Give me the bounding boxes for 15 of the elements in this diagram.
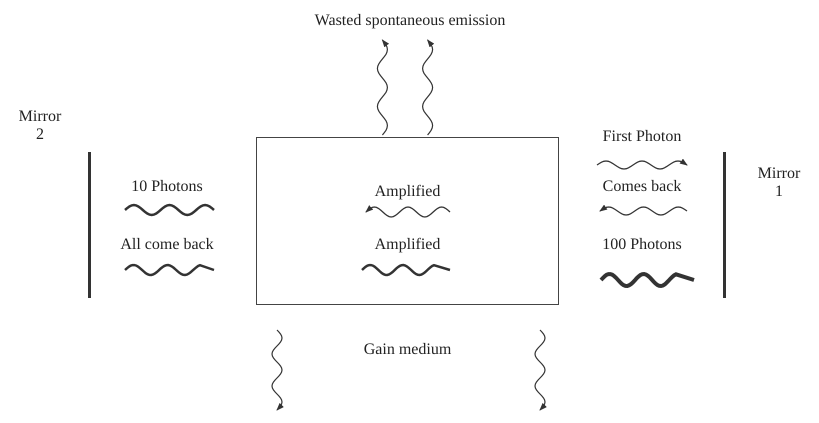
box-title: Gain medium <box>364 341 452 359</box>
wave-label: Amplified <box>374 236 440 254</box>
emission-arrow <box>376 39 390 136</box>
wave-label: Comes back <box>602 178 682 196</box>
emission-arrow <box>422 39 434 136</box>
wave-label: All come back <box>120 236 214 254</box>
mirror-bar <box>88 152 91 298</box>
wave-label: 10 Photons <box>131 178 203 196</box>
caption-text: Wasted spontaneous emission <box>314 12 506 30</box>
mirror-label: Mirror 1 <box>756 165 802 201</box>
wave-label: 100 Photons <box>602 236 682 254</box>
wave-label: First Photon <box>602 128 682 146</box>
mirror-label: Mirror 2 <box>18 108 62 144</box>
mirror-bar <box>723 152 726 298</box>
wave-label: Amplified <box>374 183 440 201</box>
